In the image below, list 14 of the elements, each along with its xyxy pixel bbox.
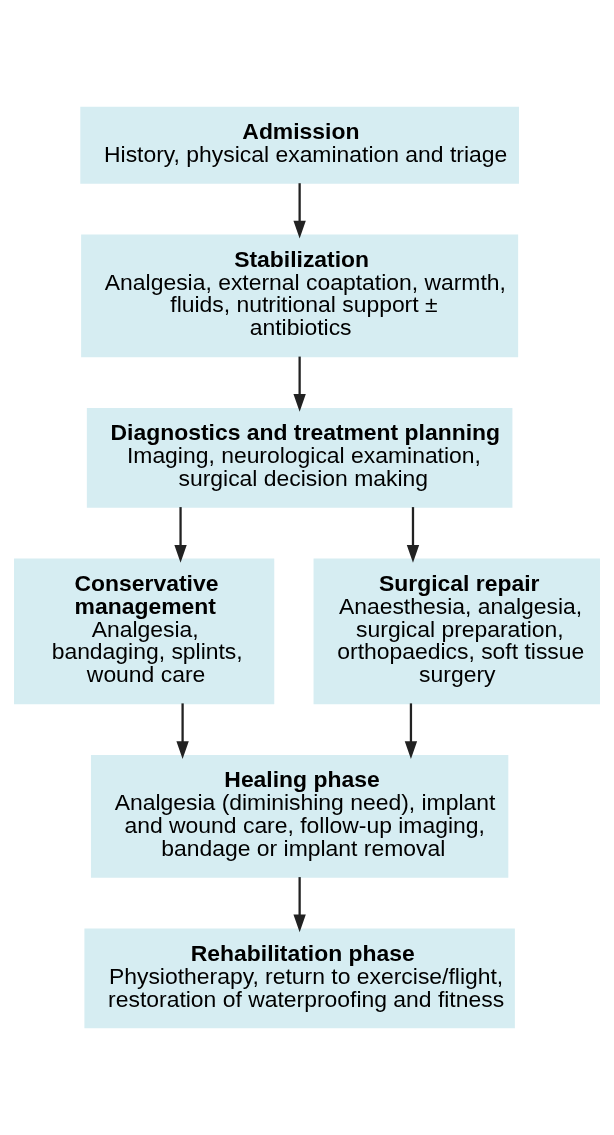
- arrow: [174, 507, 187, 563]
- arrow: [406, 507, 420, 563]
- arrow: [293, 356, 306, 412]
- node-box: Stabilization Analgesia, external coaptation, warmth, fluids, nutritional support ± antibiotics: [81, 234, 519, 358]
- node-box: Rehabilitation phase Physiotherapy, return to exercise/flight, restoration of waterproofing and fitness: [84, 928, 515, 1029]
- node-box: Healing phase Analgesia (diminishing need), implant and wound care, follow-up imaging, bandage or implant removal: [90, 754, 509, 878]
- arrow: [293, 877, 306, 933]
- node-box: Conservative management Analgesia, bandaging, splints, wound care: [14, 558, 275, 705]
- node-box: Surgical repair Anaesthesia, analgesia, surgical preparation, orthopaedics, soft tissue surgery: [313, 558, 600, 705]
- arrow: [293, 183, 306, 239]
- arrow: [176, 703, 189, 759]
- node-box: Admission History, physical examination and triage: [80, 106, 519, 184]
- arrow: [404, 703, 418, 759]
- node-box: Diagnostics and treatment planning Imaging, neurological examination, surgical decision making: [86, 407, 513, 508]
